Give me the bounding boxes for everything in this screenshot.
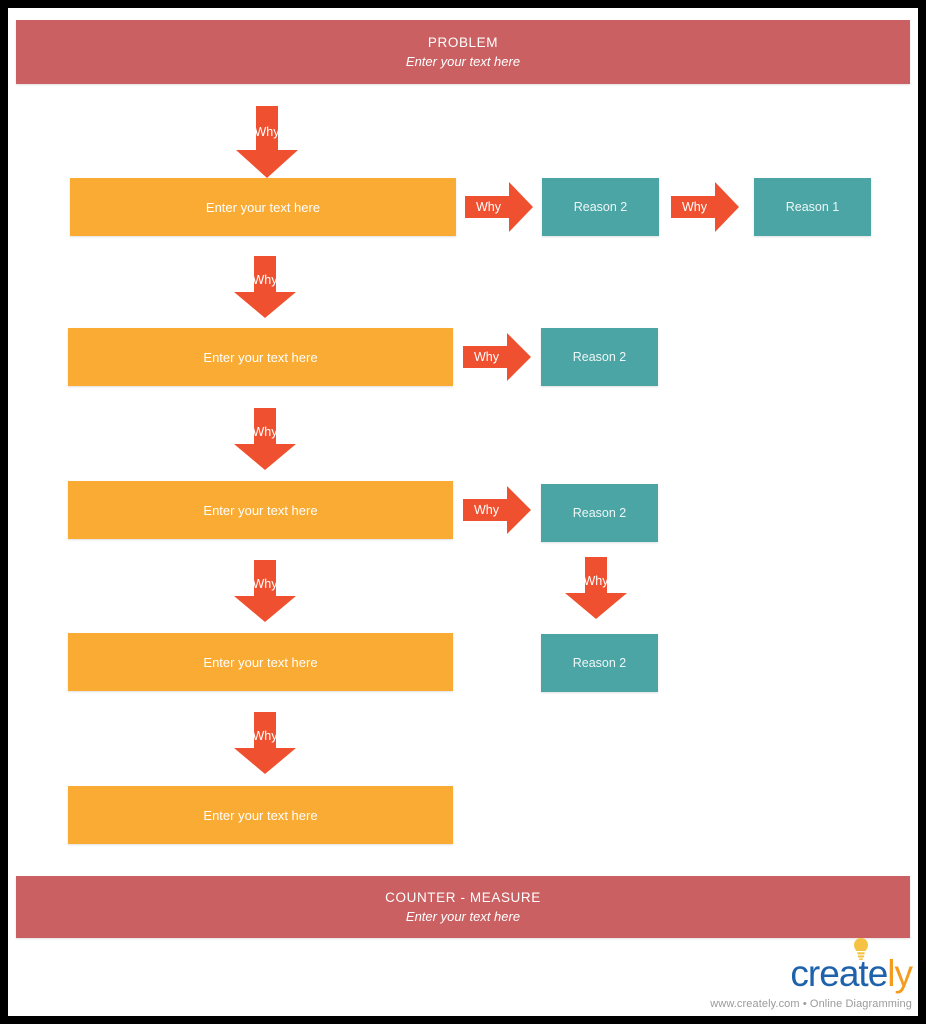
counter-measure-banner-title: COUNTER - MEASURE: [385, 890, 541, 906]
problem-banner-subtitle: Enter your text here: [405, 53, 521, 69]
arrow-down-icon: [234, 560, 296, 622]
problem-banner[interactable]: PROBLEM Enter your text here: [16, 20, 910, 84]
arrow-right-icon: [463, 486, 531, 534]
arrow-down-icon: [234, 712, 296, 774]
orange-box-5[interactable]: Enter your text here: [68, 786, 453, 844]
right-arrow-1-label: Why: [476, 199, 501, 214]
reason-box-1-label: Reason 2: [573, 200, 628, 214]
logo-text-ly: ly: [887, 953, 913, 994]
right-arrow-2-label: Why: [682, 199, 707, 214]
problem-banner-title: PROBLEM: [427, 35, 499, 51]
down-arrow-4[interactable]: Why: [234, 560, 296, 622]
down-arrow-2-label: Why: [252, 273, 278, 287]
right-arrow-3-label: Why: [474, 349, 499, 364]
orange-box-2[interactable]: Enter your text here: [68, 328, 453, 386]
reason-box-4-label: Reason 2: [572, 506, 627, 520]
down-arrow-4-label: Why: [252, 577, 278, 591]
orange-box-4-label: Enter your text here: [203, 654, 318, 670]
orange-box-1[interactable]: Enter your text here: [70, 178, 456, 236]
down-arrow-5-label: Why: [252, 729, 278, 743]
orange-box-3[interactable]: Enter your text here: [68, 481, 453, 539]
down-arrow-5[interactable]: Why: [234, 712, 296, 774]
orange-box-1-label: Enter your text here: [205, 199, 321, 215]
down-arrow-reason-label: Why: [583, 574, 609, 588]
down-arrow-reason[interactable]: Why: [565, 557, 627, 619]
counter-measure-banner[interactable]: COUNTER - MEASURE Enter your text here: [16, 876, 910, 938]
arrow-down-icon: [236, 106, 298, 178]
diagram-canvas: PROBLEM Enter your text here Why Enter y…: [8, 8, 918, 1016]
reason-box-5-label: Reason 2: [572, 656, 627, 670]
arrow-down-icon: [234, 256, 296, 318]
creately-tagline: www.creately.com • Online Diagramming: [710, 998, 912, 1010]
right-arrow-4[interactable]: Why: [463, 486, 531, 534]
arrow-right-icon: [465, 182, 533, 232]
reason-box-2[interactable]: Reason 1: [754, 178, 871, 236]
orange-box-4[interactable]: Enter your text here: [68, 633, 453, 691]
reason-box-1[interactable]: Reason 2: [542, 178, 659, 236]
arrow-down-icon: [565, 557, 627, 619]
right-arrow-3[interactable]: Why: [463, 333, 531, 381]
reason-box-2-label: Reason 1: [785, 200, 840, 214]
reason-box-3-label: Reason 2: [572, 350, 627, 364]
orange-box-5-label: Enter your text here: [203, 807, 318, 823]
reason-box-3[interactable]: Reason 2: [541, 328, 658, 386]
down-arrow-1-label: Why: [254, 125, 280, 139]
orange-box-3-label: Enter your text here: [203, 502, 318, 518]
creately-wordmark: creately: [710, 938, 913, 995]
lightbulb-icon: [854, 938, 868, 960]
right-arrow-1[interactable]: Why: [465, 182, 533, 232]
creately-logo[interactable]: creately www.creately.com • Online Diagr…: [710, 938, 913, 1010]
logo-text-e: e: [867, 953, 889, 994]
right-arrow-4-label: Why: [474, 502, 499, 517]
arrow-down-icon: [234, 408, 296, 470]
down-arrow-1[interactable]: Why: [236, 106, 298, 178]
arrow-right-icon: [671, 182, 739, 232]
reason-box-5[interactable]: Reason 2: [541, 634, 658, 692]
orange-box-2-label: Enter your text here: [203, 349, 318, 365]
counter-measure-banner-subtitle: Enter your text here: [405, 908, 521, 924]
arrow-right-icon: [463, 333, 531, 381]
right-arrow-2[interactable]: Why: [671, 182, 739, 232]
logo-text-creat: creat: [790, 953, 868, 994]
down-arrow-3[interactable]: Why: [234, 408, 296, 470]
down-arrow-2[interactable]: Why: [234, 256, 296, 318]
down-arrow-3-label: Why: [252, 425, 278, 439]
reason-box-4[interactable]: Reason 2: [541, 484, 658, 542]
